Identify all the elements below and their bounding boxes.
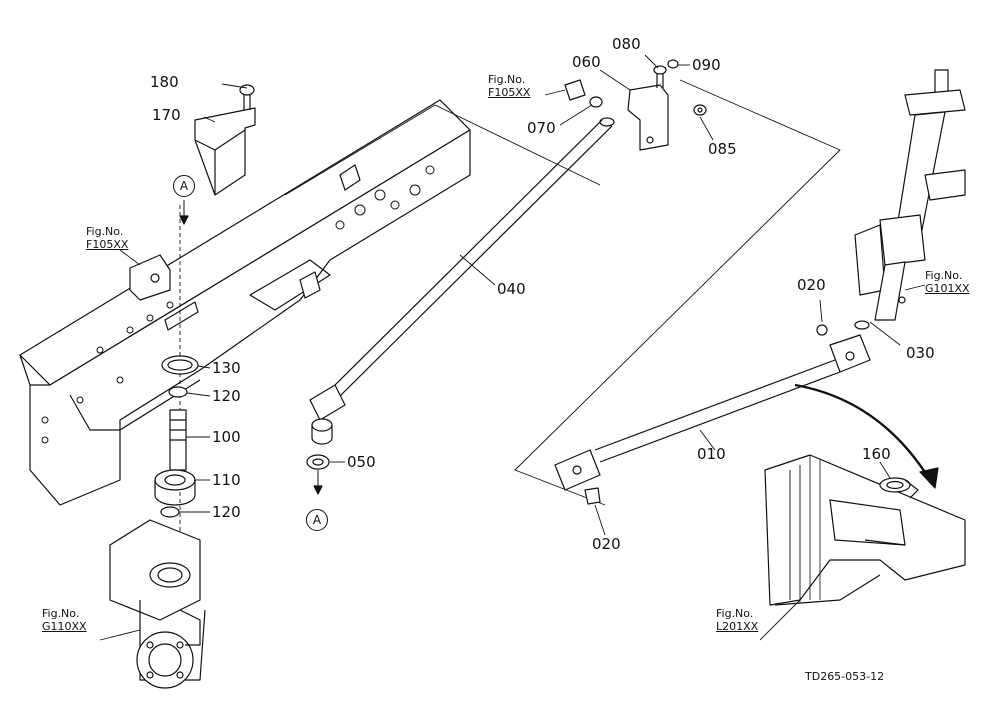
connection-marker-a-bottom: A [306,509,328,531]
part-label-020-upper: 020 [797,276,826,294]
ring-120-lower [160,506,180,518]
part-label-180: 180 [150,73,179,91]
bearing-110 [154,469,196,506]
part-label-100: 100 [212,428,241,446]
bolt-020-upper [816,324,828,336]
drawing-code: TD265-053-12 [805,670,885,683]
fig-ref-g110: Fig.No. G110XX [42,607,87,633]
part-label-080: 080 [612,35,641,53]
part-label-120-upper: 120 [212,387,241,405]
fig-ref-f105-left: Fig.No. F105XX [86,225,129,251]
ring-120-upper [168,386,188,398]
grommet-160 [879,477,919,499]
nut-050 [306,454,330,470]
part-label-090: 090 [692,56,721,74]
universal-joint-upper [829,334,871,373]
part-label-120-lower: 120 [212,503,241,521]
part-label-040: 040 [497,280,526,298]
nut-085 [693,104,707,116]
seal-130 [161,355,199,375]
bolt-020-lower [584,487,601,505]
part-label-030: 030 [906,344,935,362]
steering-column [854,69,966,321]
part-label-110: 110 [212,471,241,489]
part-label-060: 060 [572,53,601,71]
part-label-050: 050 [347,453,376,471]
fig-ref-g101: Fig.No. G101XX [925,269,970,295]
ring-030 [854,320,870,330]
bolt-070-assembly [564,79,603,108]
bolt-080 [653,65,667,88]
part-label-010: 010 [697,445,726,463]
connection-marker-a-top: A [173,175,195,197]
part-label-160: 160 [862,445,891,463]
frame-rail [19,99,471,506]
part-label-130: 130 [212,359,241,377]
gearbox-housing [109,519,206,689]
part-label-170: 170 [152,106,181,124]
fig-ref-l201: Fig.No. L201XX [716,607,759,633]
bracket-060 [627,84,669,151]
shaft-100 [169,409,187,471]
part-label-070: 070 [527,119,556,137]
bolt-180 [239,84,255,110]
cover-bracket-170 [194,107,256,196]
universal-joint-040-end [309,384,346,445]
fig-ref-f105-top: Fig.No. F105XX [488,73,531,99]
part-label-085: 085 [708,140,737,158]
bolt-090 [667,59,679,69]
shaft-040 [329,117,615,399]
universal-joint-lower [554,449,601,491]
part-label-020-lower: 020 [592,535,621,553]
